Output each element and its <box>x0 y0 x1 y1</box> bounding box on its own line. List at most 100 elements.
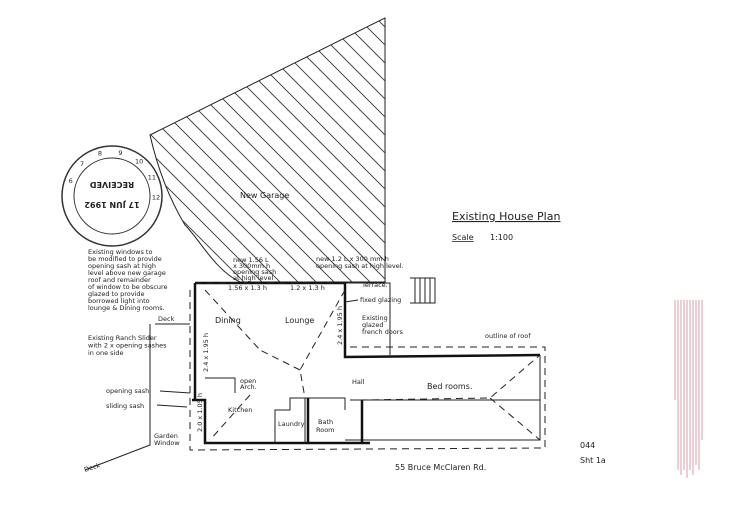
room-lounge: Lounge <box>285 316 314 325</box>
hatch-line <box>159 18 385 282</box>
hatch-line <box>502 0 750 300</box>
hatch-line <box>267 18 385 282</box>
hatch-line <box>412 0 712 300</box>
room-hall: Hall <box>352 378 365 386</box>
hatch-line <box>520 0 750 300</box>
scale-label: Scale <box>452 233 474 242</box>
plan-title: Existing House Plan <box>452 210 560 223</box>
dim-dining-door: 2.4 x 1.95 h <box>202 333 210 372</box>
stamp-ring-number: 9 <box>118 149 122 157</box>
stamp-ring-number: 11 <box>148 173 156 181</box>
room-bath-2: Room <box>316 426 335 434</box>
note-opening-sash: opening sash <box>106 387 149 395</box>
stamp-ring-number: 7 <box>80 160 84 168</box>
note-line: glazed <box>362 321 383 329</box>
note-line: be modified to provide <box>88 255 162 263</box>
room-kitchen: Kitchen <box>228 406 252 414</box>
hatch-line <box>592 0 750 300</box>
hatch-line <box>150 18 299 282</box>
deck-label-bottom: Deck <box>83 461 101 474</box>
hatch-line <box>574 0 750 300</box>
deck-label-top: Deck <box>158 315 175 323</box>
note-line: Existing windows to <box>88 248 152 256</box>
hatch-line <box>0 0 100 300</box>
hatch-line <box>321 18 385 282</box>
note-line: lounge & Dining rooms. <box>88 304 165 312</box>
dim-lounge-door: 2.4 x 1.95 h <box>336 306 344 345</box>
hatch-line <box>556 0 750 300</box>
hatch-line <box>538 0 750 300</box>
hatch-line <box>303 18 385 282</box>
dim-dining-window: 1.56 x 1.3 h <box>228 284 267 292</box>
hatch-line <box>150 18 385 282</box>
hatch-line <box>150 18 353 282</box>
sheet-label: Sht 1a <box>580 456 606 465</box>
note-line: new 1.56 L <box>233 256 269 264</box>
hatch-line <box>394 0 694 300</box>
note-sliding-sash: sliding sash <box>106 402 144 410</box>
stamp-date: 17 JUN 1992 <box>84 200 139 209</box>
scale-value: 1:100 <box>490 233 513 242</box>
received-stamp: 6 7 8 9 10 11 12 17 JUN 1992 RECEIVED <box>61 145 163 247</box>
note-line: open <box>240 377 256 385</box>
hatch-line <box>448 0 748 300</box>
note-line: borrowed light into <box>88 297 150 305</box>
hatch-line <box>249 18 385 282</box>
stamp-ring-number: 6 <box>69 177 73 185</box>
note-line: of window to be obscure <box>88 283 168 291</box>
note-line: Arch. <box>240 383 257 391</box>
stamp-label: RECEIVED <box>90 180 135 189</box>
hatch-line <box>430 0 730 300</box>
note-line: with 2 x opening sashes <box>88 342 167 350</box>
house-walls <box>84 277 546 471</box>
note-line: Existing Ranch Slider <box>88 334 157 342</box>
room-dining: Dining <box>215 316 241 325</box>
note-line: at high level <box>233 274 273 282</box>
note-fixed-glazing: fixed glazing <box>360 296 401 304</box>
note-line: Existing <box>362 314 388 322</box>
dim-kitchen-window: 2.0 x 1.05 h <box>196 393 204 432</box>
stamp-ring-number: 10 <box>135 157 143 165</box>
room-bath: Bath <box>318 418 333 426</box>
note-line: opening sash at high <box>88 262 156 270</box>
hatch-line <box>150 18 385 282</box>
note-line: Window <box>154 439 180 447</box>
note-line: opening sash at high level. <box>316 262 404 270</box>
note-line: opening sash <box>233 268 276 276</box>
room-laundry: Laundry <box>278 420 305 428</box>
room-bedrooms: Bed rooms. <box>427 382 472 391</box>
hatch-line <box>150 18 317 282</box>
note-line: roof and remainder <box>88 276 151 284</box>
terrace-label: Terrace. <box>361 281 388 289</box>
address: 55 Bruce McClaren Rd. <box>395 463 486 472</box>
note-line: in one side <box>88 349 123 357</box>
note-line: level above new garage <box>88 269 166 277</box>
sheet-number: 044 <box>580 441 595 450</box>
hatch-line <box>150 18 371 282</box>
stamp-ring-number: 8 <box>98 150 102 158</box>
hatch-line <box>150 18 335 282</box>
note-line: french doors <box>362 328 403 336</box>
room-new-garage: New Garage <box>240 191 289 200</box>
dim-lounge-window: 1.2 x 1.3 h <box>290 284 325 292</box>
hatch-line <box>285 18 385 282</box>
hatch-line <box>484 0 750 300</box>
hatch-line <box>150 18 281 282</box>
hatch-line <box>150 18 263 282</box>
hatch-line <box>466 0 750 300</box>
note-outline-of-roof: outline of roof <box>485 332 531 340</box>
note-line: x 300mm h <box>233 262 270 270</box>
note-line: glazed to provide <box>88 290 145 298</box>
stamp-ring-number: 12 <box>152 194 160 202</box>
copyright-watermark <box>674 300 703 478</box>
note-line: new 1.2 L x 300 mm h <box>316 255 389 263</box>
hatch-line <box>357 18 385 282</box>
